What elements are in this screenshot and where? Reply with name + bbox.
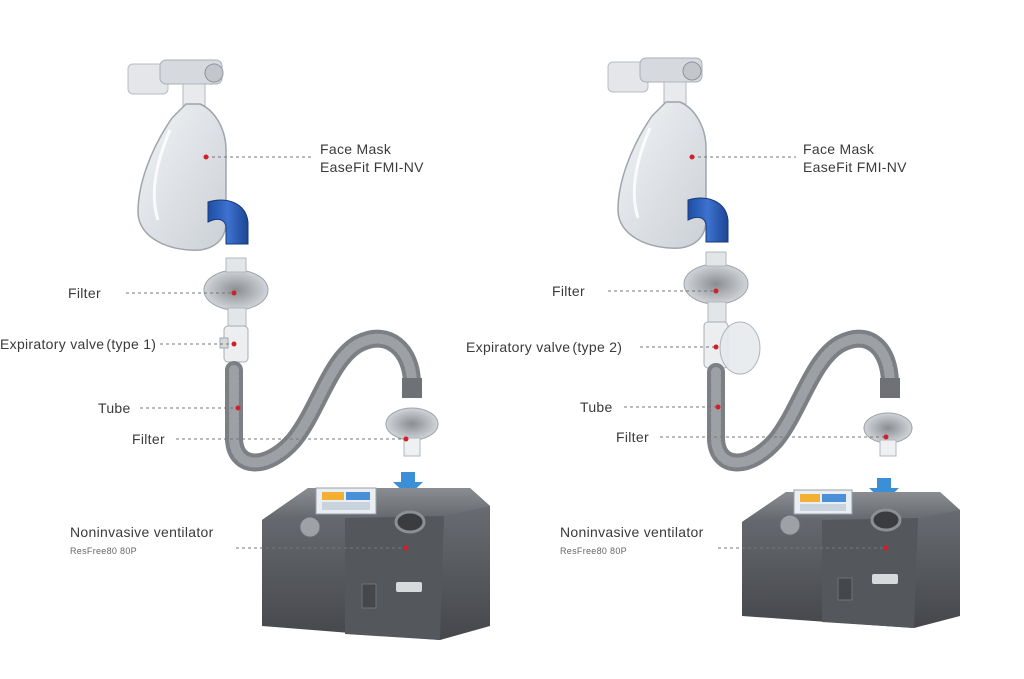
- right-label-filter-bottom: Filter: [616, 429, 649, 445]
- left-label-expiratory-valve-name: Expiratory valve: [0, 336, 105, 352]
- left-label-filter-bottom: Filter: [132, 431, 165, 447]
- left-ventilator: [262, 487, 490, 640]
- left-label-tube: Tube: [98, 400, 131, 416]
- left-connection-arrow: [393, 472, 423, 496]
- right-mask-elbow: [687, 197, 729, 243]
- right-face-mask: [617, 101, 707, 249]
- left-label-filter-top: Filter: [68, 285, 101, 301]
- right-label-filter-top: Filter: [552, 283, 585, 299]
- left-headgear-clip: [127, 59, 224, 107]
- left-label-ventilator: Noninvasive ventilator: [70, 524, 214, 540]
- left-face-mask: [137, 103, 227, 251]
- left-label-ventilator-model: ResFree80 80P: [70, 546, 137, 556]
- right-label-face-mask-model: EaseFit FMI-NV: [803, 159, 907, 175]
- right-expiratory-valve: [719, 321, 761, 375]
- right-label-expiratory-valve-type: (type 2): [572, 339, 623, 355]
- right-headgear-clip: [607, 57, 703, 105]
- right-ventilator: [742, 489, 960, 628]
- left-tube: [225, 329, 421, 472]
- left-filter-bottom: [385, 407, 439, 441]
- left-label-face-mask-model: EaseFit FMI-NV: [320, 159, 424, 175]
- left-filter-top: [203, 269, 269, 311]
- right-label-ventilator-model: ResFree80 80P: [560, 546, 627, 556]
- right-label-tube: Tube: [580, 399, 613, 415]
- right-label-expiratory-valve: Expiratory valve(type 2): [466, 338, 622, 356]
- right-label-face-mask: Face Mask: [803, 141, 875, 157]
- left-label-face-mask: Face Mask: [320, 141, 392, 157]
- right-filter-top: [683, 263, 749, 305]
- left-label-expiratory-valve-type: (type 1): [106, 336, 157, 352]
- left-label-expiratory-valve: Expiratory valve(type 1): [0, 335, 156, 353]
- left-mask-elbow: [207, 199, 249, 245]
- right-label-ventilator: Noninvasive ventilator: [560, 524, 704, 540]
- right-connection-arrow: [869, 478, 899, 502]
- leader-lines: [126, 156, 886, 549]
- right-assembly: [607, 57, 960, 628]
- leader-dots: [203, 154, 889, 551]
- right-label-expiratory-valve-name: Expiratory valve: [466, 339, 571, 355]
- left-assembly: [127, 59, 490, 640]
